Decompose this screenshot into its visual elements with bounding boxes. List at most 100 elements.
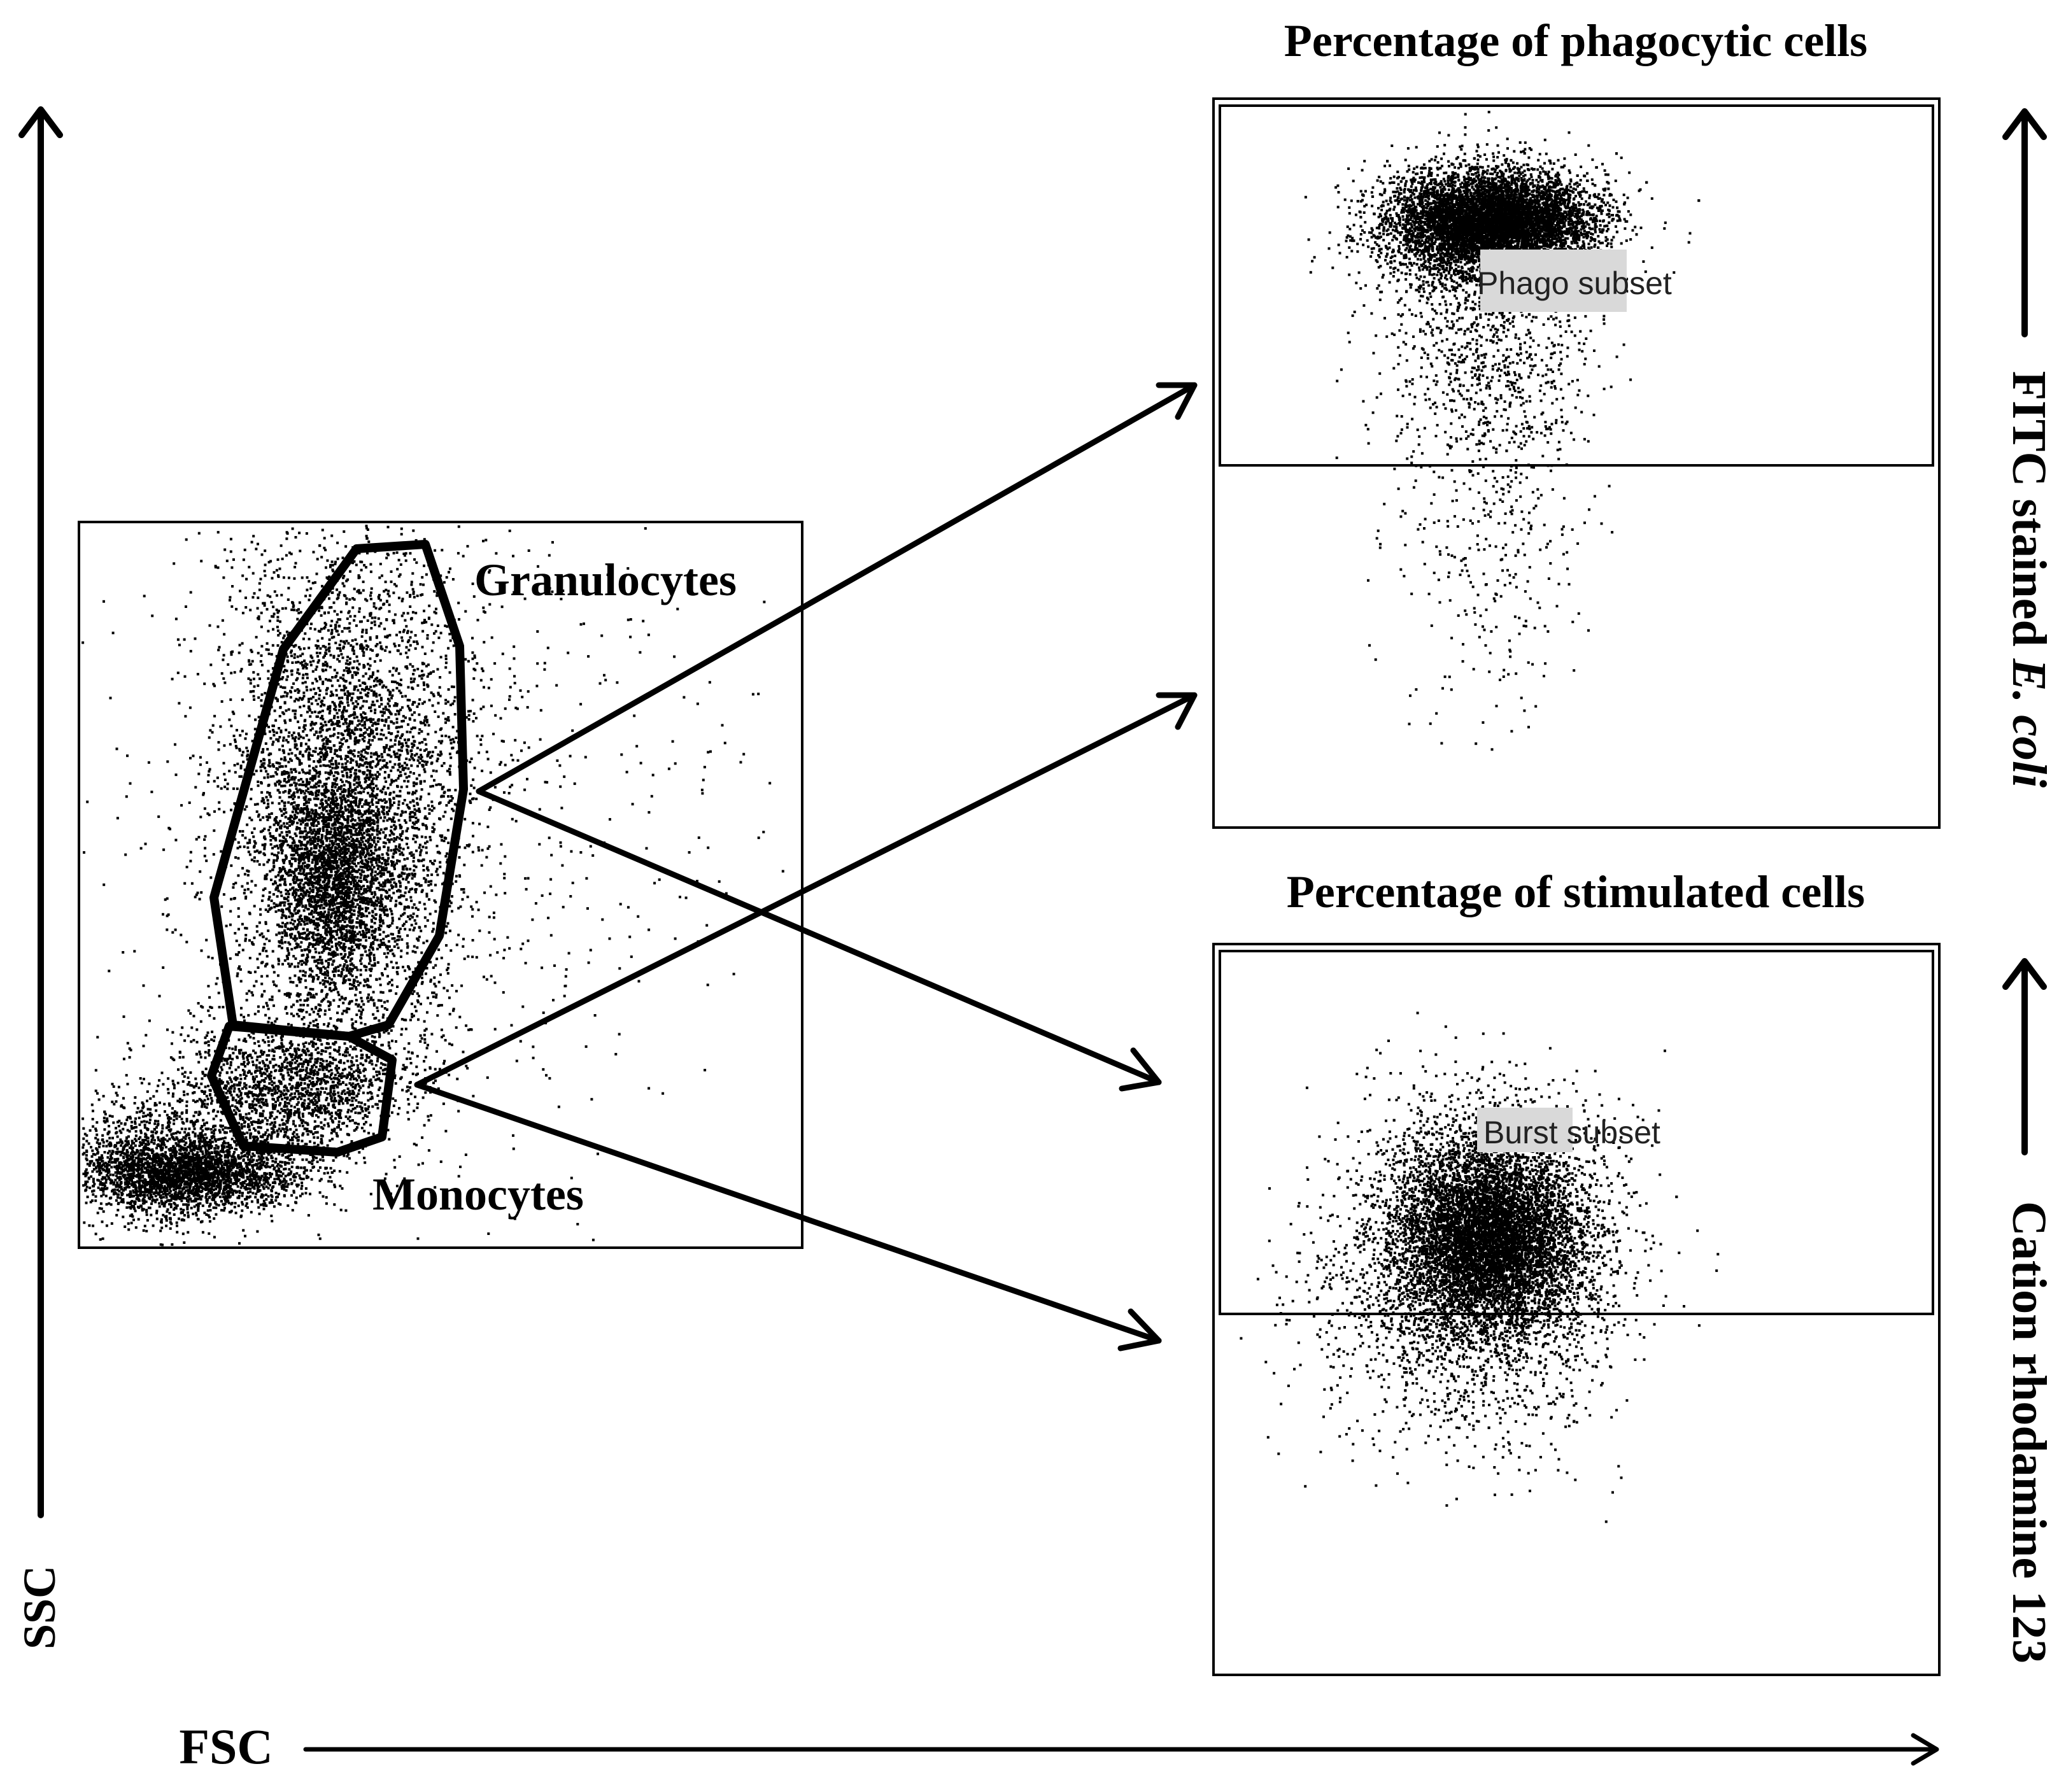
- scatter-dot: [397, 966, 399, 969]
- scatter-dot: [376, 873, 379, 875]
- scatter-dot: [398, 758, 400, 761]
- scatter-dot: [339, 591, 341, 594]
- scatter-dot: [445, 925, 448, 928]
- scatter-dot: [362, 1003, 365, 1006]
- scatter-dot: [374, 616, 376, 619]
- scatter-dot: [392, 852, 395, 855]
- scatter-dot: [232, 886, 234, 889]
- scatter-dot: [439, 866, 441, 868]
- scatter-dot: [372, 718, 374, 721]
- scatter-dot: [349, 987, 351, 990]
- scatter-dot: [282, 637, 285, 639]
- scatter-dot: [301, 768, 304, 771]
- scatter-dot: [264, 838, 267, 840]
- scatter-dot: [398, 819, 400, 822]
- scatter-dot: [423, 780, 426, 782]
- scatter-dot: [340, 610, 343, 613]
- scatter-dot: [359, 991, 362, 994]
- scatter-dot: [386, 952, 389, 954]
- scatter-dot: [387, 593, 390, 595]
- scatter-dot: [335, 800, 337, 803]
- scatter-dot: [414, 919, 416, 922]
- scatter-dot: [257, 966, 260, 969]
- scatter-dot: [197, 673, 199, 675]
- scatter-dot: [447, 795, 449, 798]
- scatter-dot: [360, 969, 362, 971]
- scatter-dot: [351, 597, 354, 600]
- scatter-dot: [402, 854, 404, 856]
- scatter-dot: [271, 653, 273, 656]
- scatter-dot: [352, 693, 355, 695]
- scatter-dot: [416, 777, 418, 780]
- scatter-dot: [282, 739, 285, 742]
- scatter-dot: [355, 804, 357, 807]
- scatter-dot: [353, 784, 355, 786]
- scatter-dot: [438, 740, 441, 743]
- scatter-dot: [336, 931, 338, 933]
- scatter-dot: [418, 774, 421, 777]
- scatter-dot: [341, 630, 344, 633]
- scatter-dot: [313, 733, 316, 736]
- scatter-dot: [365, 773, 368, 776]
- scatter-dot: [294, 656, 296, 659]
- scatter-dot: [304, 827, 306, 829]
- scatter-dot: [409, 552, 411, 554]
- scatter-dot: [444, 624, 446, 627]
- scatter-dot: [372, 701, 374, 703]
- scatter-dot: [394, 614, 397, 616]
- scatter-dot: [234, 856, 237, 859]
- scatter-dot: [281, 800, 283, 803]
- scatter-dot: [385, 744, 388, 747]
- scatter-dot: [315, 699, 318, 702]
- scatter-dot: [363, 616, 365, 619]
- scatter-dot: [254, 850, 257, 853]
- scatter-dot: [223, 811, 225, 814]
- scatter-dot: [320, 959, 323, 961]
- scatter-dot: [371, 934, 373, 936]
- scatter-dot: [407, 881, 410, 884]
- scatter-dot: [390, 570, 393, 573]
- scatter-dot: [286, 631, 288, 633]
- scatter-dot: [390, 784, 392, 786]
- scatter-dot: [302, 667, 304, 670]
- scatter-dot: [428, 808, 431, 811]
- scatter-dot: [306, 1004, 309, 1006]
- scatter-dot: [320, 1090, 322, 1093]
- scatter-dot: [409, 771, 412, 773]
- scatter-dot: [255, 547, 257, 550]
- scatter-dot: [283, 805, 286, 807]
- scatter-dot: [294, 899, 297, 901]
- scatter-dot: [437, 851, 440, 854]
- scatter-dot: [372, 672, 374, 674]
- scatter-dot: [400, 915, 402, 917]
- scatter-dot: [286, 1012, 288, 1015]
- scatter-dot: [276, 700, 279, 702]
- scatter-dot: [292, 805, 295, 808]
- scatter-dot: [355, 700, 358, 703]
- scatter-dot: [402, 966, 404, 968]
- scatter-dot: [248, 715, 251, 717]
- scatter-dot: [317, 817, 320, 819]
- scatter-dot: [357, 660, 359, 662]
- scatter-dot: [280, 696, 283, 698]
- scatter-dot: [283, 695, 285, 698]
- scatter-dot: [412, 673, 414, 675]
- scatter-dot: [302, 730, 304, 733]
- scatter-dot: [369, 975, 372, 977]
- scatter-dot: [494, 714, 497, 717]
- scatter-dot: [393, 705, 395, 707]
- scatter-dot: [397, 807, 400, 810]
- scatter-dot: [378, 694, 381, 696]
- scatter-dot: [396, 551, 399, 554]
- scatter-dot: [340, 758, 343, 760]
- scatter-dot: [354, 737, 357, 740]
- scatter-dot: [446, 576, 448, 579]
- scatter-dot: [258, 582, 261, 585]
- scatter-dot: [336, 672, 339, 674]
- scatter-dot: [434, 731, 437, 733]
- scatter-dot: [451, 703, 454, 705]
- scatter-dot: [173, 562, 175, 565]
- scatter-dot: [190, 591, 192, 594]
- scatter-dot: [287, 963, 290, 965]
- scatter-dot: [364, 726, 366, 729]
